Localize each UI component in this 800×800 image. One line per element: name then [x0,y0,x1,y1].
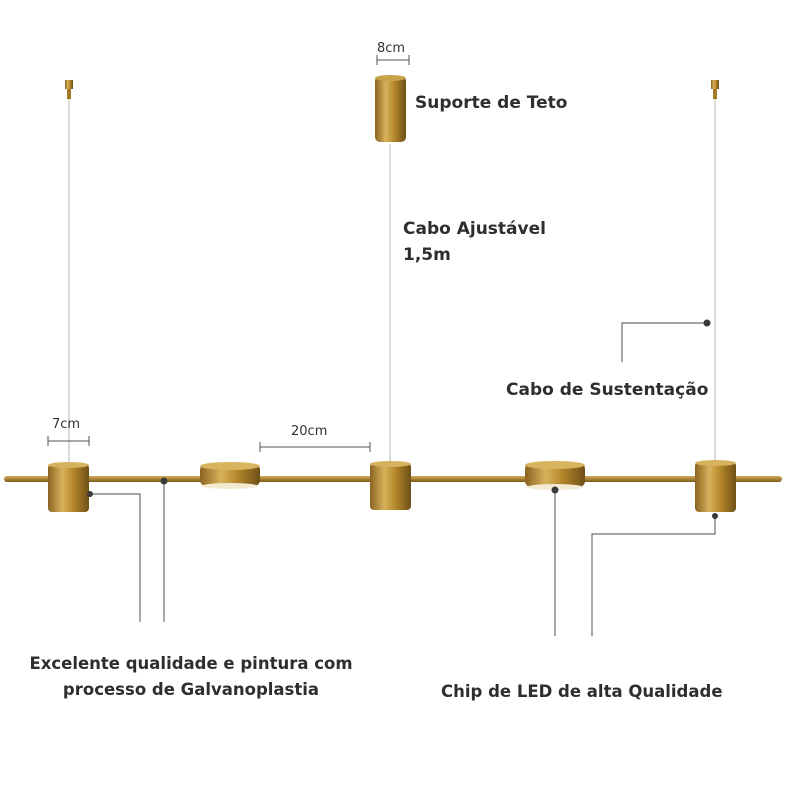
dimension-markers [47,55,410,452]
label-ceiling-support: Suporte de Teto [415,93,568,113]
disc-lamp-right [525,461,585,490]
lamp-head-right [695,460,736,512]
callout-lines [90,322,716,636]
label-quality: Excelente qualidade e pintura com proces… [21,651,361,703]
disc-lamp-left [200,462,260,489]
suspension-cables [68,98,716,466]
label-quality-line2: processo de Galvanoplastia [62,680,320,699]
label-quality-line1: Excelente qualidade e pintura com [29,654,353,673]
dimension-top-width: 8cm [377,41,406,56]
label-adjustable-cable-line1: Cabo Ajustável [403,219,546,239]
callout-dots [87,319,718,519]
ceiling-anchor-left [65,80,73,99]
ceiling-anchor-right [711,80,719,99]
label-adjustable-cable: Cabo Ajustável 1,5m [403,216,546,268]
dimension-left-width: 7cm [52,417,81,432]
lamp-head-center [370,461,411,510]
lamp-head-left [48,462,89,512]
label-led-chip: Chip de LED de alta Qualidade [441,682,723,701]
dimension-spacing: 20cm [291,424,328,439]
label-adjustable-cable-line2: 1,5m [403,245,451,265]
ceiling-canopy [375,75,406,142]
label-support-cable: Cabo de Sustentação [506,380,709,400]
